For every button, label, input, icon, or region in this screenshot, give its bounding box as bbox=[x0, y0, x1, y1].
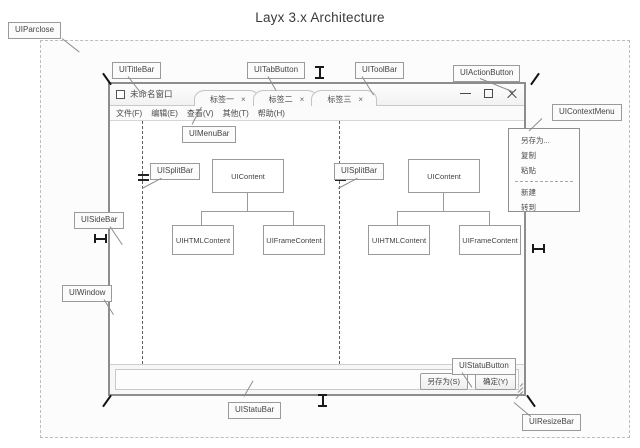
callout-titlebar: UITitleBar bbox=[112, 62, 162, 79]
node-uiframecontent: UIFrameContent bbox=[263, 225, 325, 255]
node-uicontent: UIContent bbox=[408, 159, 480, 193]
window-title: 未命名窗口 bbox=[130, 89, 173, 99]
connector-vertical bbox=[247, 193, 248, 211]
ui-window: 未命名窗口 标签一 × 标签二 × 标签三 × 文件(F) 编辑(E) 查看(V) 其他(T… bbox=[108, 82, 526, 399]
callout-splitbar-right: UISplitBar bbox=[334, 163, 385, 180]
split-bar-left[interactable] bbox=[138, 121, 149, 364]
status-bar-field bbox=[115, 369, 519, 390]
callout-sidebar: UISideBar bbox=[74, 212, 125, 229]
split-bar-right[interactable] bbox=[335, 121, 346, 364]
status-bar-buttons: 另存为(S) 确定(Y) bbox=[419, 373, 516, 390]
tab-label: 标签二 bbox=[268, 95, 293, 104]
callout-statubar: UIStatuBar bbox=[228, 402, 282, 419]
ui-menu-bar: 文件(F) 编辑(E) 查看(V) 其他(T) 帮助(H) bbox=[110, 106, 524, 121]
maximize-icon[interactable] bbox=[482, 87, 495, 100]
window-body: UIContent UIHTMLContent UIFrameContent U… bbox=[110, 121, 524, 364]
callout-resizebar: UIResizeBar bbox=[522, 414, 581, 431]
callout-contextmenu: UIContextMenu bbox=[552, 104, 622, 121]
callout-statubutton: UIStatuButton bbox=[452, 358, 516, 375]
node-uiframecontent: UIFrameContent bbox=[459, 225, 521, 255]
context-menu-item-copy[interactable]: 复制 bbox=[521, 151, 536, 160]
callout-toolbar: UIToolBar bbox=[355, 62, 405, 79]
menu-item-file[interactable]: 文件(F) bbox=[116, 109, 143, 118]
node-uihtmlcontent: UIHTMLContent bbox=[368, 225, 430, 255]
tab-button[interactable]: 标签三 × bbox=[311, 90, 378, 108]
content-tree-right: UIContent UIHTMLContent UIFrameContent bbox=[368, 159, 521, 267]
save-as-button[interactable]: 另存为(S) bbox=[419, 373, 468, 390]
menu-item-edit[interactable]: 编辑(E) bbox=[151, 109, 178, 118]
window-action-buttons bbox=[459, 87, 518, 100]
menu-item-view[interactable]: 查看(V) bbox=[186, 109, 214, 118]
ui-status-bar: 另存为(S) 确定(Y) bbox=[110, 364, 524, 399]
connector-branch-right bbox=[489, 211, 490, 225]
tab-label: 标签三 bbox=[327, 95, 352, 104]
context-menu-item-paste[interactable]: 粘贴 bbox=[521, 166, 536, 175]
tab-strip: 标签一 × 标签二 × 标签三 × bbox=[194, 85, 378, 108]
confirm-button[interactable]: 确定(Y) bbox=[475, 373, 516, 390]
context-menu-item-new[interactable]: 新建 bbox=[521, 188, 536, 197]
connector-branch-left bbox=[397, 211, 398, 225]
connector-branch-right bbox=[293, 211, 294, 225]
ui-title-bar: 未命名窗口 标签一 × 标签二 × 标签三 × bbox=[110, 84, 524, 108]
tab-close-icon[interactable]: × bbox=[358, 95, 364, 104]
tab-close-icon[interactable]: × bbox=[299, 95, 305, 104]
content-tree-left: UIContent UIHTMLContent UIFrameContent bbox=[172, 159, 325, 267]
split-bar-left-handle[interactable] bbox=[138, 174, 149, 181]
width-arrow-sidebar bbox=[94, 234, 107, 243]
callout-menubar: UIMenuBar bbox=[182, 126, 237, 143]
menu-item-other[interactable]: 其他(T) bbox=[222, 109, 249, 118]
callout-uiwindow: UIWindow bbox=[62, 285, 113, 302]
page-title: Layx 3.x Architecture bbox=[255, 10, 385, 25]
connector-vertical bbox=[443, 193, 444, 211]
height-arrow-titlebar bbox=[315, 66, 324, 79]
context-menu-item-save-as[interactable]: 另存为... bbox=[521, 136, 550, 145]
menu-item-help[interactable]: 帮助(H) bbox=[257, 109, 285, 118]
callout-actionbutton: UIActionButton bbox=[453, 65, 521, 82]
resize-grip-icon[interactable] bbox=[511, 381, 524, 399]
ui-context-menu: 另存为... 复制 粘贴 新建 转到 bbox=[508, 128, 580, 212]
width-arrow-window-right bbox=[532, 244, 545, 253]
node-uicontent: UIContent bbox=[212, 159, 284, 193]
connector-horizontal bbox=[201, 211, 294, 212]
tab-close-icon[interactable]: × bbox=[241, 95, 246, 104]
node-uihtmlcontent: UIHTMLContent bbox=[172, 225, 234, 255]
context-menu-divider bbox=[515, 181, 573, 182]
context-menu-item-goto[interactable]: 转到 bbox=[521, 203, 536, 212]
connector-branch-left bbox=[201, 211, 202, 225]
window-square-icon bbox=[116, 90, 125, 99]
callout-tabbutton: UITabButton bbox=[247, 62, 306, 79]
height-arrow-statusbar bbox=[318, 394, 327, 407]
tab-label: 标签一 bbox=[210, 95, 234, 104]
callout-splitbar-left: UISplitBar bbox=[150, 163, 201, 180]
connector-horizontal bbox=[397, 211, 490, 212]
callout-parclose: UIParclose bbox=[8, 22, 62, 39]
minimize-icon[interactable] bbox=[459, 87, 472, 100]
